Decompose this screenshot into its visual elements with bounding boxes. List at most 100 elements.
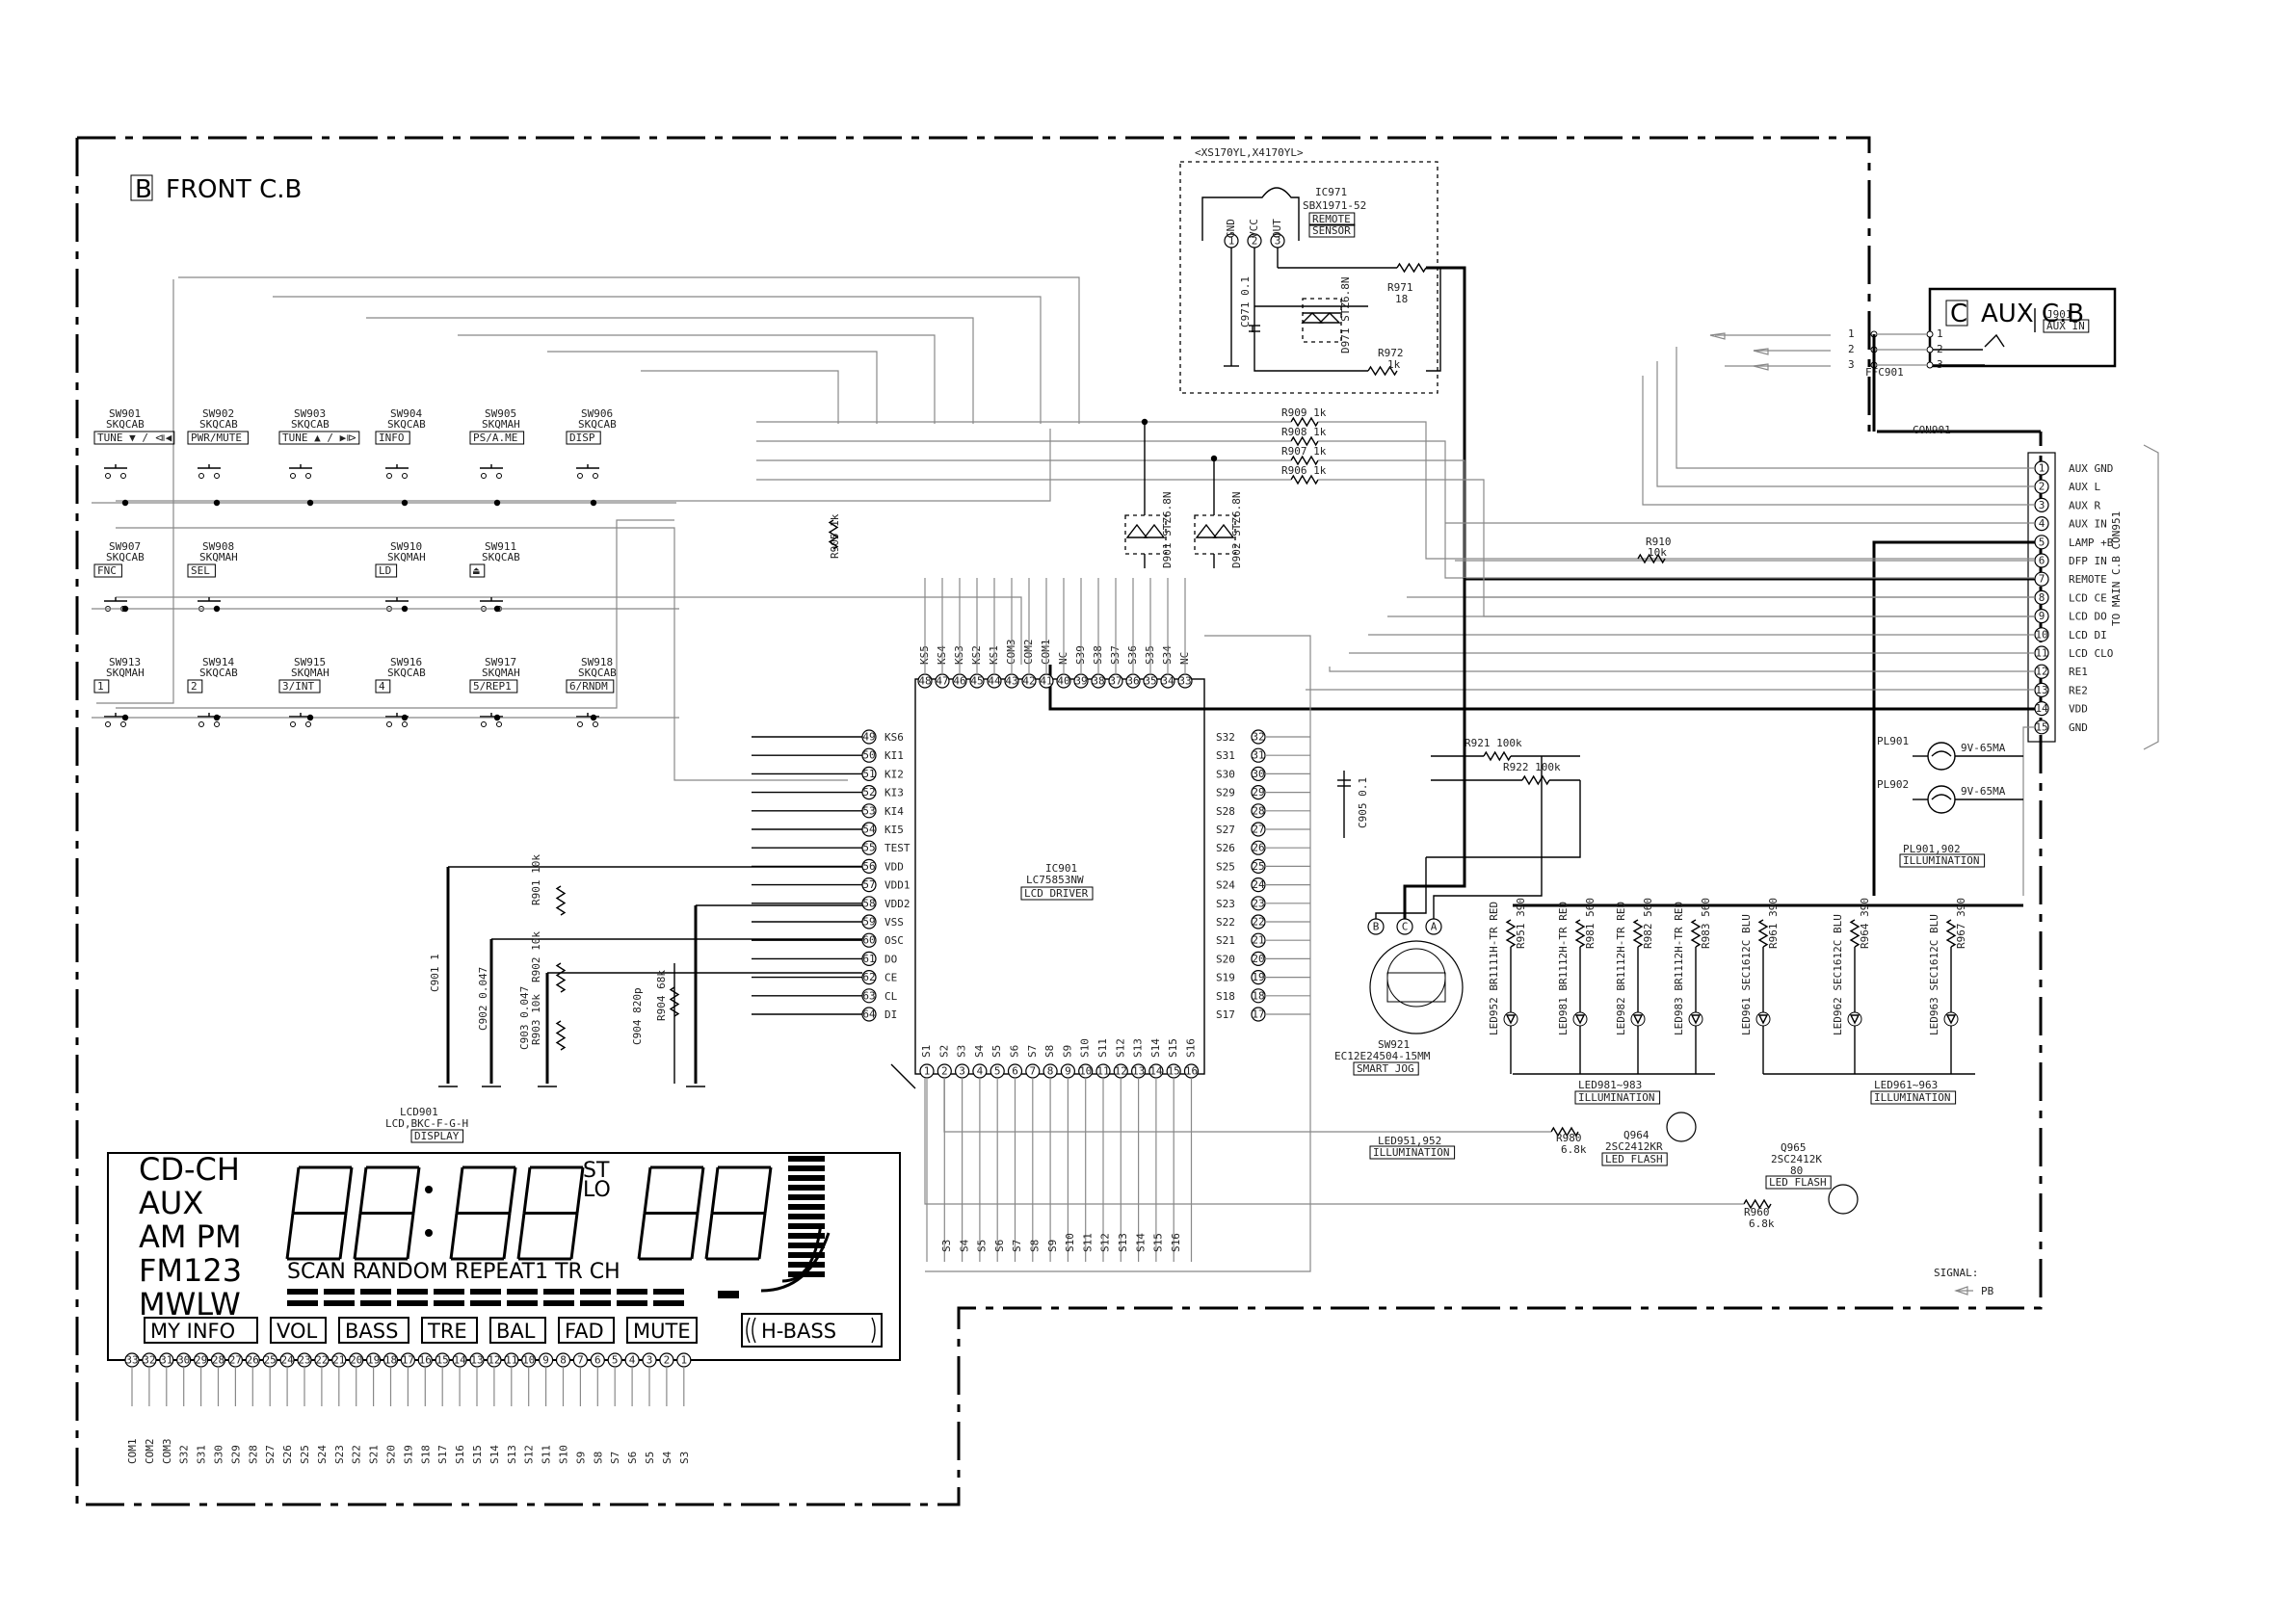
pin-number: 57 — [862, 878, 875, 891]
junction-dot — [401, 605, 409, 613]
pin-number: 24 — [1252, 878, 1265, 891]
lcd-curve — [781, 1222, 823, 1283]
lcd-level-segment — [788, 1214, 825, 1219]
r971-val: 18 — [1395, 293, 1408, 305]
signal-arrow — [1753, 363, 1769, 371]
switch-ref: SW903 — [294, 407, 326, 420]
led-diode — [1632, 1014, 1644, 1025]
diode-symbol — [1195, 523, 1218, 538]
connector-ref: CON901 — [1913, 424, 1951, 436]
diode-frame — [1124, 514, 1167, 555]
r902-label: R902 10k — [530, 931, 542, 982]
lcd-digit — [704, 1165, 773, 1261]
pin-number: 56 — [862, 860, 875, 873]
pin-number: 43 — [1005, 675, 1017, 688]
lcd-label: DISPLAY — [414, 1130, 460, 1142]
pin-number: 29 — [195, 1354, 207, 1367]
switch-ref: SW907 — [109, 540, 141, 553]
led-resistor-label: R961 390 — [1767, 898, 1780, 949]
ic-bottom-signal: S8 — [1029, 1240, 1042, 1252]
connector-pin-label: LCD DI — [2069, 629, 2107, 641]
ic-pin-name: DI — [884, 1008, 897, 1021]
pin-number: 12 — [2035, 666, 2047, 678]
lcd-pin-signal: S31 — [196, 1445, 208, 1464]
pin-number: 7 — [1029, 1065, 1036, 1078]
lcd-level-segment — [788, 1233, 825, 1239]
switch-contact — [481, 473, 487, 479]
encoder-label-frame — [1353, 1061, 1419, 1076]
connector-pin-label: LCD CLO — [2069, 647, 2113, 660]
lcd-pin-signal: S22 — [351, 1445, 363, 1464]
resistor-label: R907 1k — [1281, 445, 1327, 458]
ic-pin-name: S13 — [1132, 1038, 1145, 1058]
ic-pin-name: KI3 — [884, 787, 904, 799]
pin-number: C — [1402, 921, 1409, 933]
lcd-bar-segment — [507, 1300, 538, 1306]
lamp-ref: PL902 — [1877, 778, 1909, 791]
lcd-pin-signal: S26 — [281, 1445, 294, 1464]
pin-number: 40 — [1057, 675, 1069, 688]
pin-number: 3 — [1275, 235, 1281, 248]
r980-ref: R980 — [1556, 1132, 1582, 1144]
aux-board-frame — [1928, 287, 2117, 368]
ic-bottom-signal: S15 — [1152, 1233, 1165, 1252]
switch-ref: SW902 — [202, 407, 234, 420]
pin-number: 5 — [612, 1354, 619, 1367]
lcd-part: LCD,BKC-F-G-H — [385, 1117, 468, 1130]
lcd-segment — [643, 1166, 652, 1214]
lcd-mode-row: SCAN RANDOM REPEAT1 TR CH — [287, 1260, 620, 1284]
wire — [925, 635, 1311, 1272]
switch-part: SKQMAH — [199, 551, 238, 563]
lcd-button-text: BASS — [345, 1320, 398, 1343]
diode-symbol — [1212, 523, 1235, 538]
encoder-shaft — [1386, 972, 1446, 1003]
front-board-border — [77, 136, 1871, 432]
lcd-pin-signal: S13 — [506, 1445, 518, 1464]
switch-contact — [496, 721, 502, 727]
pin-number: 59 — [862, 916, 875, 929]
lcd-bar-segment — [617, 1300, 647, 1306]
switch-label-frame — [469, 679, 518, 694]
lcd-pin-signal: S28 — [247, 1445, 259, 1464]
ic-bottom-signal: S13 — [1117, 1233, 1129, 1252]
lcd-pin-signal: S19 — [402, 1445, 414, 1464]
lcd-colon — [425, 1186, 433, 1193]
front-board-letter: B — [135, 175, 152, 204]
d971-frame — [1302, 298, 1342, 343]
wire — [178, 276, 1080, 424]
q965-part: 2SC2412K — [1771, 1153, 1822, 1165]
switch-ref: SW905 — [485, 407, 516, 420]
lcd-digit — [449, 1165, 517, 1261]
lcd-bar-segment — [397, 1289, 428, 1295]
switch-ref: SW914 — [202, 656, 234, 668]
lcd-pin-signal: S5 — [644, 1452, 656, 1464]
pin-number: 37 — [1109, 675, 1122, 688]
c905-label: C905 0.1 — [1357, 777, 1369, 828]
switch-label-frame — [375, 431, 410, 445]
lcd-segment — [522, 1166, 532, 1214]
lcd-pin-signal: S18 — [419, 1445, 432, 1464]
lcd-button-frame — [489, 1317, 546, 1344]
remote-ic-ref: IC971 — [1315, 186, 1347, 198]
switch-contact — [481, 721, 487, 727]
ffc-pin-right: 1 — [1937, 327, 1943, 340]
switch-contact — [402, 473, 408, 479]
q964-label: LED FLASH — [1605, 1153, 1663, 1165]
led-diode — [1757, 1014, 1769, 1025]
ic-pin-name: KI1 — [884, 749, 904, 762]
resistor — [1290, 435, 1319, 447]
lcd-ref: LCD901 — [400, 1106, 438, 1118]
junction-dot — [590, 714, 597, 721]
pin-number: 32 — [143, 1354, 155, 1367]
c971-label: C971 0.1 — [1239, 276, 1252, 327]
resistor — [1632, 919, 1644, 948]
lcd-level-segment — [788, 1194, 825, 1200]
led-resistor-label: R983 560 — [1700, 898, 1712, 949]
switch-label: PS/A.ME — [473, 432, 517, 444]
ffc-contact — [1926, 346, 1934, 353]
pin-number: 22 — [315, 1354, 328, 1367]
switch-label-frame — [93, 431, 175, 445]
ffc-ref: FFC901 — [1865, 366, 1904, 379]
lcd-bar-segment — [470, 1300, 501, 1306]
